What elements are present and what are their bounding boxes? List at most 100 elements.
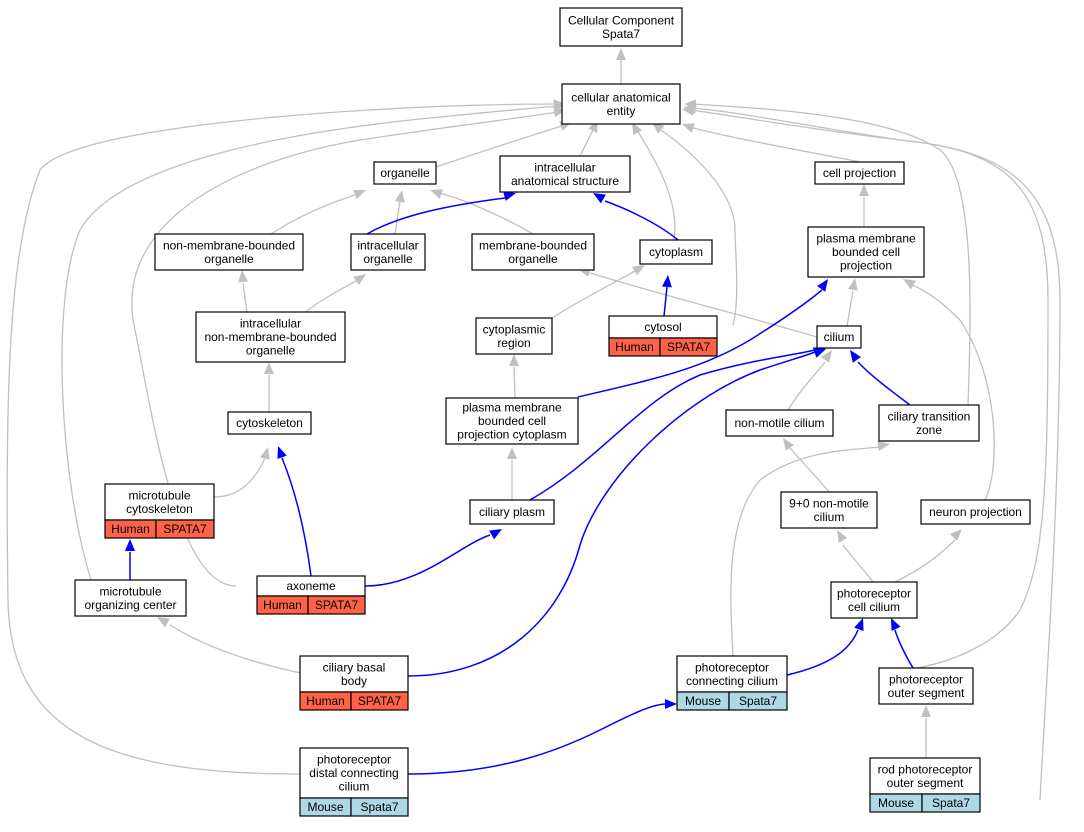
- node-label: organelle: [363, 252, 413, 266]
- node-label: bounded cell: [832, 245, 900, 259]
- node-box: [195, 311, 346, 363]
- edge-gray: [842, 544, 874, 583]
- edge-gray: [846, 290, 854, 327]
- edge-blue: [364, 534, 491, 587]
- node-cytoskeleton[interactable]: cytoskeleton: [227, 411, 312, 435]
- node-label: membrane-bounded: [479, 238, 587, 252]
- node-label: organelle: [380, 166, 430, 180]
- node-box: [639, 239, 713, 265]
- node-box: [469, 499, 555, 525]
- edge-blue: [407, 703, 666, 775]
- edge-arrowhead: [652, 122, 665, 134]
- species-label: Human: [306, 694, 345, 708]
- node-box: [814, 161, 905, 185]
- edge-gray: [551, 270, 636, 319]
- node-label: cell cilium: [848, 600, 900, 614]
- edge-gray: [689, 126, 861, 163]
- node-label: photoreceptor: [317, 753, 391, 767]
- edge-gray: [270, 194, 356, 235]
- node-label: rod photoreceptor: [878, 762, 973, 776]
- node-label: organelle: [508, 252, 558, 266]
- node-nonmotile[interactable]: non-motile cilium: [725, 409, 834, 437]
- node-label: microtubule: [99, 584, 161, 598]
- node-neuronproj[interactable]: neuron projection: [920, 499, 1031, 525]
- edge-arrowhead: [503, 191, 516, 201]
- gene-badge: [155, 519, 215, 539]
- node-label: region: [497, 336, 530, 350]
- node-label: Spata7: [602, 27, 640, 41]
- edge-arrowhead: [125, 539, 135, 551]
- node-box: [74, 579, 187, 617]
- edge-gray: [513, 366, 516, 399]
- edge-arrowhead: [682, 123, 695, 133]
- node-label: intracellular: [240, 317, 301, 331]
- edge-arrowhead: [238, 270, 249, 283]
- node-inmbo[interactable]: intracellularnon-membrane-boundedorganel…: [195, 311, 346, 363]
- node-cilium[interactable]: cilium: [816, 325, 862, 349]
- node-label: cytoplasmic: [483, 322, 546, 336]
- edge-arrowhead: [813, 348, 826, 358]
- node-label: cytoskeleton: [236, 416, 303, 430]
- edge-arrowhead: [489, 529, 502, 540]
- edge-arrowhead: [553, 99, 566, 110]
- edge-arrowhead: [632, 122, 643, 135]
- node-label: photoreceptor: [889, 672, 963, 686]
- edge-gray: [691, 103, 971, 406]
- edge-arrowhead: [903, 279, 916, 290]
- node-label: ciliary plasm: [479, 505, 545, 519]
- node-label: anatomical structure: [511, 174, 619, 188]
- edge-gray: [657, 127, 738, 326]
- edge-arrowhead: [616, 48, 626, 60]
- node-cellproj[interactable]: cell projection: [814, 161, 905, 185]
- edge-arrowhead: [949, 529, 962, 542]
- edge-arrowhead: [394, 190, 405, 203]
- gene-badge: [350, 691, 409, 711]
- edge-arrowhead: [264, 362, 274, 374]
- node-label: cytosol: [644, 320, 681, 334]
- edge-arrowhead: [430, 189, 443, 199]
- node-label: ciliary transition: [888, 409, 971, 423]
- node-box: [725, 409, 834, 437]
- edge-arrowhead: [632, 265, 645, 276]
- edge-gray: [787, 361, 826, 411]
- node-organelle[interactable]: organelle: [373, 161, 437, 185]
- node-label: bounded cell: [478, 414, 546, 428]
- node-cytoplasm[interactable]: cytoplasm: [639, 239, 713, 265]
- node-box: [499, 155, 631, 193]
- node-label: cytoplasm: [649, 245, 703, 259]
- edge-gray: [435, 123, 569, 168]
- node-label: zone: [916, 423, 942, 437]
- node-label: non-motile cilium: [734, 416, 824, 430]
- node-label: plasma membrane: [462, 401, 562, 415]
- edge-blue: [281, 457, 312, 577]
- node-label: photoreceptor: [837, 586, 911, 600]
- node-box: [878, 667, 974, 705]
- node-cilplasm[interactable]: ciliary plasm: [469, 499, 555, 525]
- edge-gray: [439, 192, 534, 235]
- node-box: [104, 483, 215, 521]
- node-box: [445, 397, 579, 445]
- node-label: intracellular: [357, 238, 418, 252]
